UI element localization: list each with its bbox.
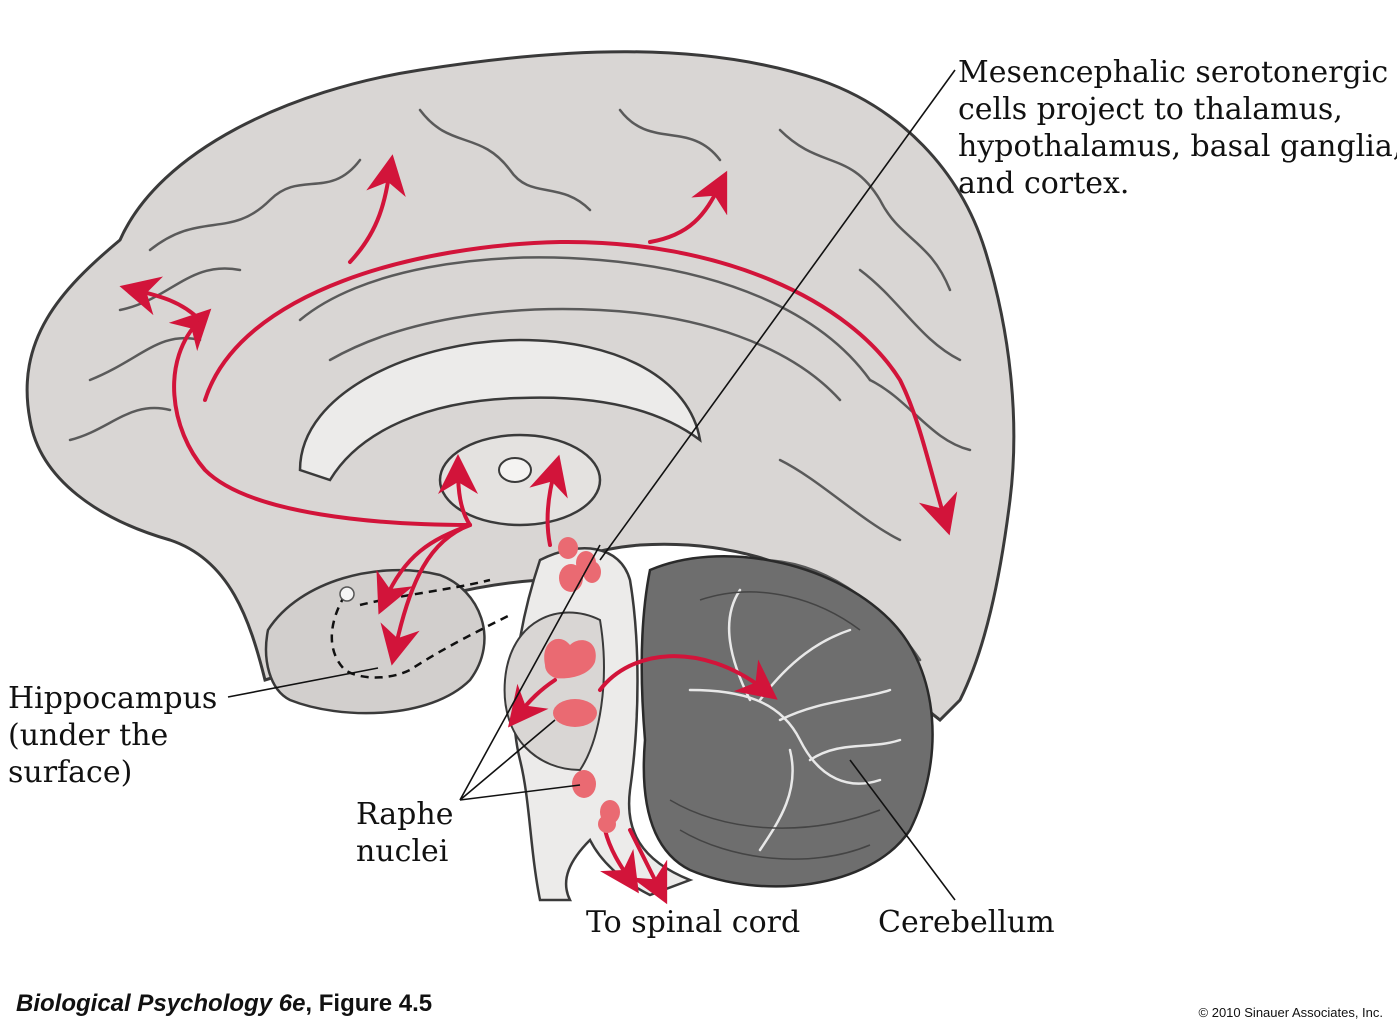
book-title: Biological Psychology 6e [16,990,306,1017]
raphe-nucleus [553,699,597,727]
leader-raphe-3 [459,784,581,801]
figure-caption: Biological Psychology 6e, Figure 4.5 [16,990,432,1018]
leader-hippocampus [227,667,379,698]
raphe-nucleus [558,537,578,559]
serotonergic-pathways [119,154,958,905]
label-mesencephalic-line-3: hypothalamus, basal ganglia, [958,129,1397,164]
raphe-nuclei [544,537,620,833]
figure-reference: , Figure 4.5 [305,990,433,1017]
label-mesencephalic-line-1: Mesencephalic serotonergic [958,55,1389,90]
mammillary-body [339,586,355,602]
leader-cerebellum [849,759,956,901]
raphe-nucleus [572,770,596,798]
leader-raphe-1 [459,544,601,801]
label-mesencephalic-line-4: and cortex. [958,166,1130,201]
corpus-callosum [298,338,702,482]
hippocampus-outline-upper [359,578,491,607]
leader-raphe-2 [459,719,556,801]
hippocampus-outline [330,594,511,679]
label-raphe-line-1: Raphe [356,797,454,832]
label-hippocampus-line-2: (under the [8,718,169,753]
pathway-superior-branch-1 [348,154,406,264]
pathway-spinal-2 [628,828,668,905]
interthalamic-adhesion [498,457,532,483]
pathway-frontal-cortex [168,308,472,527]
pathway-hypothalamus [376,523,472,615]
pathway-cerebellum [598,654,778,700]
raphe-nucleus [598,815,616,833]
label-mesencephalic: Mesencephalic serotonergic cells project… [958,54,1397,202]
leader-mesencephalic [599,69,956,561]
pathway-pons-left [508,678,557,728]
label-cerebellum: Cerebellum [878,905,1055,940]
label-raphe-nuclei: Raphe nuclei [356,796,453,870]
pathway-thalamus-2 [529,454,568,547]
label-spinal-cord: To spinal cord [586,905,801,940]
label-raphe-line-2: nuclei [356,834,449,869]
leader-lines [227,69,956,901]
pathway-spinal-1 [600,828,639,894]
copyright-notice: © 2010 Sinauer Associates, Inc. [1198,1005,1383,1020]
label-hippocampus-line-1: Hippocampus [8,681,218,716]
pathway-dorsal-cortex [203,239,958,536]
temporal-lobe [264,568,486,715]
label-hippocampus: Hippocampus (under the surface) [8,680,217,791]
pathway-frontal-pole [119,276,202,322]
raphe-nucleus [559,564,583,592]
pathway-superior-branch-2 [648,170,728,244]
label-mesencephalic-line-2: cells project to thalamus, [958,92,1343,127]
pathway-thalamus-1 [438,454,479,527]
cerebellum-folia [669,591,881,860]
label-hippocampus-line-3: surface) [8,755,133,790]
cortical-sulci [68,108,972,662]
raphe-nucleus [544,638,596,679]
